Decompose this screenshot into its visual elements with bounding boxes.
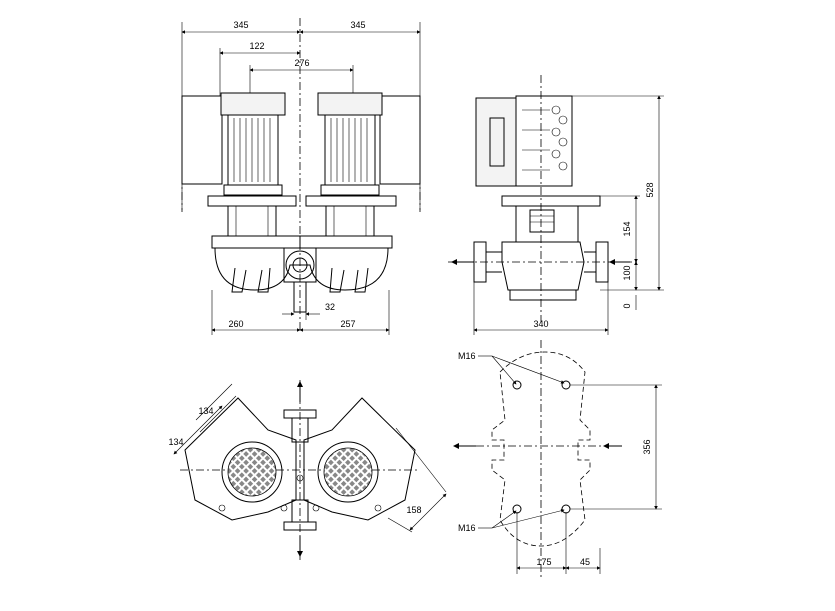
dim-height-total: 528 <box>645 182 655 197</box>
dim-height-flange: 154 <box>622 221 632 236</box>
dim-height-axis: 100 <box>622 265 632 280</box>
plan-view: 134 134 158 <box>168 380 447 560</box>
dim-base-width-2: 45 <box>580 557 590 567</box>
bolt-label-top: M16 <box>458 351 476 361</box>
front-view: 345 345 122 276 260 257 32 <box>181 18 421 335</box>
dim-base-width-1: 175 <box>536 557 551 567</box>
dim-foot-right: 257 <box>340 319 355 329</box>
dim-motor-spacing: 276 <box>294 58 309 68</box>
dim-base-height: 356 <box>642 439 652 454</box>
dim-pipe-offset: 32 <box>325 302 335 312</box>
dim-plan-diag-2: 134 <box>168 437 183 447</box>
dim-front-half-right: 345 <box>350 20 365 30</box>
dim-plan-diag-3: 158 <box>406 505 421 515</box>
base-view: M16 M16 356 175 45 <box>453 340 662 578</box>
dim-motor-offset: 122 <box>249 41 264 51</box>
dim-height-zero: 0 <box>622 303 632 308</box>
bolt-label-bottom: M16 <box>458 523 476 533</box>
dim-foot-left: 260 <box>228 319 243 329</box>
dim-plan-diag-1: 134 <box>198 406 213 416</box>
dim-side-depth: 340 <box>533 319 548 329</box>
dim-front-half-left: 345 <box>233 20 248 30</box>
side-view: 528 154 100 0 340 <box>448 75 664 335</box>
